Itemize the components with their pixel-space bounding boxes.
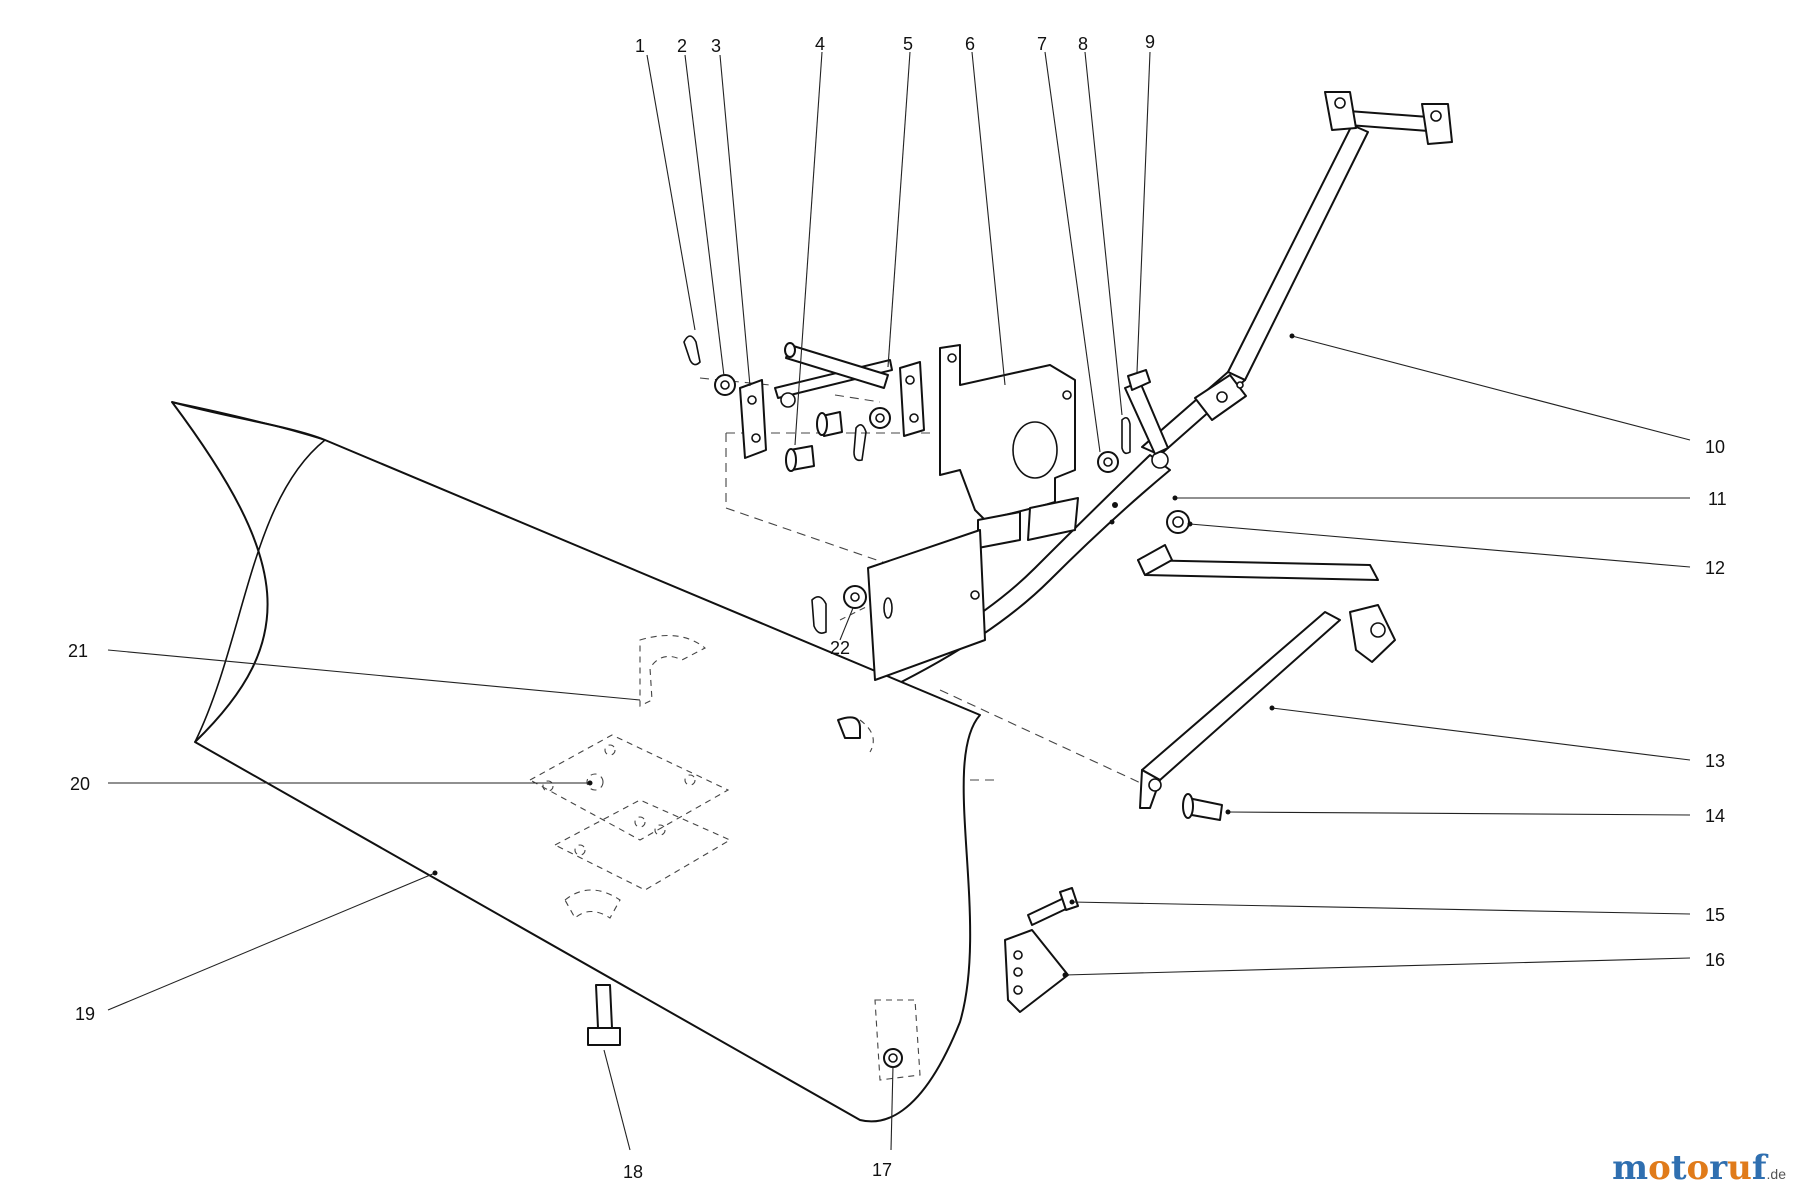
leader-16 bbox=[1064, 957, 1691, 976]
leader-lines bbox=[107, 51, 1691, 1151]
leader-4 bbox=[794, 51, 823, 446]
leader-19 bbox=[107, 872, 436, 1011]
leader-10 bbox=[1291, 335, 1691, 441]
callout-18: 18 bbox=[623, 1162, 643, 1182]
callout-1: 1 bbox=[635, 36, 645, 56]
callout-5: 5 bbox=[903, 34, 913, 54]
callout-15: 15 bbox=[1705, 905, 1725, 925]
push-frame bbox=[1141, 91, 1453, 456]
leader-endpoints bbox=[432, 333, 1295, 978]
callout-6: 6 bbox=[965, 34, 975, 54]
leader-7 bbox=[1044, 51, 1101, 453]
callout-14: 14 bbox=[1705, 806, 1725, 826]
callout-13: 13 bbox=[1705, 751, 1725, 771]
callout-labels: 1 2 3 4 5 6 7 8 9 10 11 12 13 14 15 16 1… bbox=[68, 32, 1727, 1182]
callout-22: 22 bbox=[830, 638, 850, 658]
watermark-letter: m bbox=[1612, 1148, 1649, 1188]
leader-1 bbox=[646, 54, 696, 331]
mounting-brackets bbox=[739, 344, 1079, 739]
leader-14 bbox=[1227, 811, 1691, 816]
callout-7: 7 bbox=[1037, 34, 1047, 54]
leader-8 bbox=[1084, 51, 1123, 416]
leader-15 bbox=[1071, 901, 1691, 915]
callout-2: 2 bbox=[677, 36, 687, 56]
leader-22 bbox=[839, 607, 854, 641]
leader-17 bbox=[890, 1065, 894, 1151]
leader-6 bbox=[971, 51, 1006, 386]
callout-8: 8 bbox=[1078, 34, 1088, 54]
watermark-logo: motoruf.de bbox=[1612, 1148, 1786, 1188]
callout-9: 9 bbox=[1145, 32, 1155, 52]
callout-19: 19 bbox=[75, 1004, 95, 1024]
callout-3: 3 bbox=[711, 36, 721, 56]
support-bracket bbox=[1137, 544, 1396, 809]
leader-18 bbox=[603, 1049, 631, 1151]
watermark-letters: motoruf bbox=[1612, 1148, 1766, 1188]
leader-9 bbox=[1136, 51, 1151, 373]
callout-16: 16 bbox=[1705, 950, 1725, 970]
watermark-letter: o bbox=[1686, 1148, 1710, 1188]
watermark-letter: u bbox=[1727, 1148, 1752, 1188]
hardware bbox=[586, 335, 1223, 1068]
watermark-letter: f bbox=[1751, 1148, 1767, 1188]
callout-20: 20 bbox=[70, 774, 90, 794]
leader-13 bbox=[1271, 707, 1691, 761]
watermark-letter: t bbox=[1670, 1148, 1687, 1188]
leader-21 bbox=[107, 649, 641, 701]
leader-12 bbox=[1189, 523, 1691, 568]
watermark-letter: r bbox=[1709, 1148, 1728, 1188]
plow-blade bbox=[171, 401, 981, 1123]
callout-17: 17 bbox=[872, 1160, 892, 1180]
watermark-tld: .de bbox=[1766, 1166, 1786, 1182]
callout-21: 21 bbox=[68, 641, 88, 661]
watermark-letter: o bbox=[1648, 1148, 1671, 1188]
callout-4: 4 bbox=[815, 34, 825, 54]
leader-3 bbox=[719, 54, 751, 387]
leader-2 bbox=[684, 54, 725, 377]
callout-11: 11 bbox=[1708, 489, 1727, 509]
callout-12: 12 bbox=[1705, 558, 1725, 578]
leader-5 bbox=[887, 51, 911, 368]
callout-10: 10 bbox=[1705, 437, 1725, 457]
